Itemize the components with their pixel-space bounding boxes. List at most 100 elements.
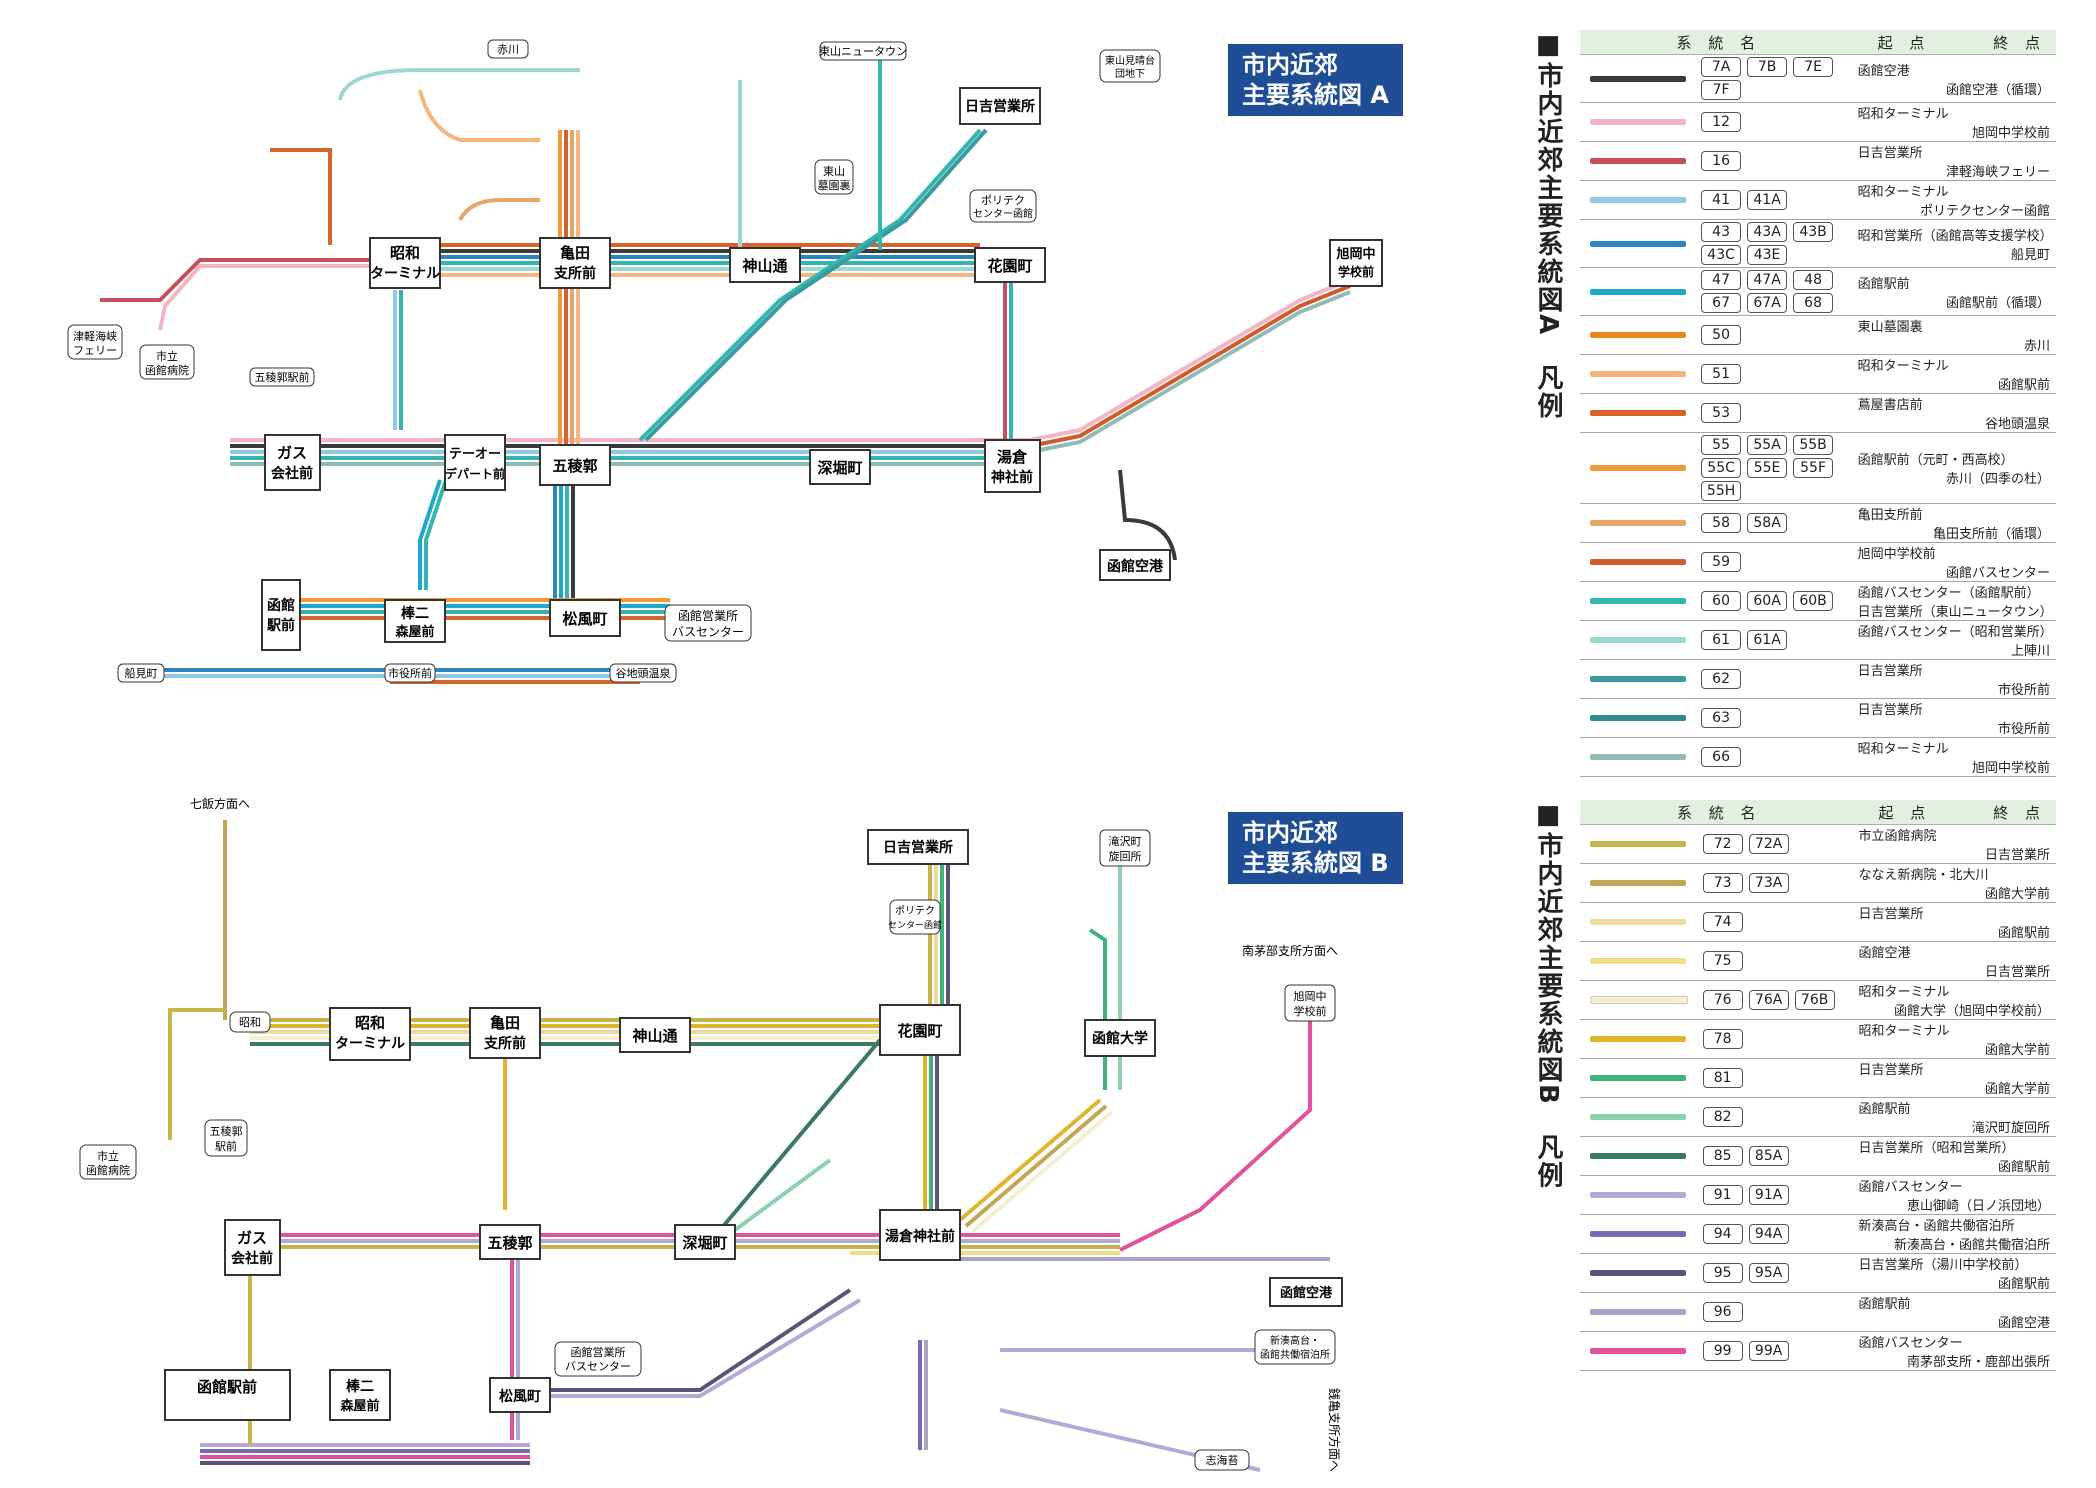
route-number-badge[interactable]: 43E (1747, 245, 1788, 265)
route-number-badge[interactable]: 76B (1794, 990, 1835, 1010)
hub-fukahori-cho[interactable]: 深堀町 (809, 449, 871, 485)
route-number-badge[interactable]: 7A (1701, 57, 1742, 77)
hub-b-hakodate-airport[interactable]: 函館空港 (1269, 1277, 1343, 1307)
route-number-badge[interactable]: 81 (1702, 1068, 1743, 1088)
terminal-b-municipal-hospital[interactable]: 市立 函館病院 (79, 1144, 137, 1180)
route-number-badge[interactable]: 67 (1701, 293, 1742, 313)
hub-b-kameda-shisho[interactable]: 亀田 支所前 (469, 1007, 541, 1059)
terminal-polytech[interactable]: ポリテク センター函館 (969, 189, 1037, 223)
route-number-badge[interactable]: 47 (1701, 270, 1742, 290)
terminal-b-polytech[interactable]: ポリテク センター函館 (888, 899, 942, 935)
route-number-badge[interactable]: 66 (1701, 747, 1742, 767)
terminal-akagawa[interactable]: 赤川 (487, 39, 529, 59)
route-number-badge[interactable]: 85A (1748, 1146, 1789, 1166)
hub-gas-kaisha[interactable]: ガス 会社前 (264, 434, 321, 491)
route-number-badge[interactable]: 53 (1701, 403, 1742, 423)
route-number-badge[interactable]: 51 (1701, 364, 1742, 384)
hub-b-hanazono-cho[interactable]: 花園町 (879, 1004, 961, 1056)
hub-yunokawa-jinja[interactable]: 湯倉 神社前 (984, 439, 1041, 493)
route-number-badge[interactable]: 60 (1701, 591, 1742, 611)
route-number-badge[interactable]: 43A (1747, 222, 1788, 242)
terminal-b-shinminato[interactable]: 新湊高台・ 函館共働宿泊所 (1254, 1329, 1336, 1365)
terminal-shiyakusho[interactable]: 市役所前 (384, 663, 436, 683)
terminal-goryokaku-ekimae[interactable]: 五稜郭駅前 (249, 367, 315, 387)
route-number-badge[interactable]: 95A (1748, 1263, 1789, 1283)
route-number-badge[interactable]: 59 (1701, 552, 1742, 572)
hub-b-gas-kaisha[interactable]: ガス 会社前 (224, 1219, 281, 1276)
route-number-badge[interactable]: 73 (1702, 873, 1743, 893)
hub-asahioka-chugakko[interactable]: 旭岡中 学校前 (1329, 239, 1383, 287)
route-number-badge[interactable]: 55A (1747, 435, 1788, 455)
terminal-bus-center[interactable]: 函館営業所 バスセンター (664, 604, 752, 642)
terminal-higashiyama-newtown[interactable]: 東山ニュータウン (819, 41, 907, 61)
hub-hakodate-ekimae[interactable]: 函館 駅前 (261, 579, 301, 651)
route-number-badge[interactable]: 58A (1747, 513, 1788, 533)
hub-b-hiyoshi-eigyosho[interactable]: 日吉営業所 (867, 829, 969, 865)
hub-kameda-shisho[interactable]: 亀田 支所前 (539, 237, 611, 289)
route-number-badge[interactable]: 61A (1747, 630, 1788, 650)
route-number-badge[interactable]: 50 (1701, 325, 1742, 345)
route-number-badge[interactable]: 43B (1793, 222, 1834, 242)
route-number-badge[interactable]: 55 (1701, 435, 1742, 455)
terminal-ferry[interactable]: 津軽海峡 フェリー (67, 324, 123, 360)
route-number-badge[interactable]: 7E (1793, 57, 1834, 77)
hub-b-takizawa[interactable]: 滝沢町 旋回所 (1099, 829, 1151, 867)
route-number-badge[interactable]: 91 (1702, 1185, 1743, 1205)
hub-b-hakodate-daigaku[interactable]: 函館大学 (1084, 1019, 1156, 1057)
route-number-badge[interactable]: 55H (1701, 481, 1742, 501)
route-number-badge[interactable]: 16 (1701, 151, 1742, 171)
route-number-badge[interactable]: 60A (1747, 591, 1788, 611)
terminal-higashiyama-boen[interactable]: 東山 墓園裏 (814, 159, 854, 195)
hub-bouni-moriya[interactable]: 棒二 森屋前 (384, 599, 446, 643)
route-number-badge[interactable]: 48 (1793, 270, 1834, 290)
hub-b-showa-terminal[interactable]: 昭和 ターミナル (329, 1007, 411, 1061)
route-number-badge[interactable]: 72 (1702, 834, 1743, 854)
route-number-badge[interactable]: 47A (1747, 270, 1788, 290)
hub-b-kamiyama-dori[interactable]: 神山通 (619, 1017, 691, 1053)
hub-b-goryokaku[interactable]: 五稜郭 (479, 1224, 541, 1260)
route-number-badge[interactable]: 91A (1748, 1185, 1789, 1205)
hub-hiyoshi-eigyosho[interactable]: 日吉営業所 (959, 87, 1041, 125)
route-number-badge[interactable]: 85 (1702, 1146, 1743, 1166)
terminal-yachigashira[interactable]: 谷地頭温泉 (609, 663, 677, 683)
terminal-b-shinori[interactable]: 志海苔 (1194, 1449, 1250, 1471)
route-number-badge[interactable]: 78 (1702, 1029, 1743, 1049)
hub-hakodate-airport[interactable]: 函館空港 (1099, 549, 1171, 581)
route-number-badge[interactable]: 72A (1748, 834, 1789, 854)
hub-kamiyama-dori[interactable]: 神山通 (729, 247, 801, 283)
hub-b-hakodate-ekimae[interactable]: 函館駅前 (164, 1369, 291, 1421)
route-number-badge[interactable]: 94A (1748, 1224, 1789, 1244)
terminal-municipal-hospital[interactable]: 市立 函館病院 (139, 344, 195, 380)
route-number-badge[interactable]: 43 (1701, 222, 1742, 242)
route-number-badge[interactable]: 41A (1747, 190, 1788, 210)
route-number-badge[interactable]: 67A (1747, 293, 1788, 313)
hub-b-asahioka[interactable]: 旭岡中 学校前 (1284, 984, 1336, 1022)
route-number-badge[interactable]: 96 (1702, 1302, 1743, 1322)
route-number-badge[interactable]: 55E (1747, 458, 1788, 478)
hub-b-yunokawa-jinja[interactable]: 湯倉神社前 (879, 1209, 961, 1261)
route-number-badge[interactable]: 73A (1748, 873, 1789, 893)
route-number-badge[interactable]: 55C (1701, 458, 1742, 478)
hub-b-fukahori-cho[interactable]: 深堀町 (674, 1224, 736, 1260)
route-number-badge[interactable]: 43C (1701, 245, 1742, 265)
hub-b-matsukaze-cho[interactable]: 松風町 (489, 1377, 551, 1413)
route-number-badge[interactable]: 61 (1701, 630, 1742, 650)
route-number-badge[interactable]: 7F (1701, 80, 1742, 100)
route-number-badge[interactable]: 95 (1702, 1263, 1743, 1283)
route-number-badge[interactable]: 99A (1748, 1341, 1789, 1361)
route-number-badge[interactable]: 74 (1702, 912, 1743, 932)
route-number-badge[interactable]: 12 (1701, 112, 1742, 132)
hub-b-bouni-moriya[interactable]: 棒二 森屋前 (329, 1369, 391, 1421)
route-number-badge[interactable]: 41 (1701, 190, 1742, 210)
hub-matsukaze-cho[interactable]: 松風町 (549, 599, 621, 637)
hub-teo-depart[interactable]: テーオー デパート前 (444, 434, 506, 491)
route-number-badge[interactable]: 68 (1793, 293, 1834, 313)
route-number-badge[interactable]: 55B (1793, 435, 1834, 455)
route-number-badge[interactable]: 75 (1702, 951, 1743, 971)
terminal-b-goryokaku-ekimae[interactable]: 五稜郭 駅前 (204, 1119, 248, 1157)
route-number-badge[interactable]: 63 (1701, 708, 1742, 728)
route-number-badge[interactable]: 99 (1702, 1341, 1743, 1361)
hub-showa-terminal[interactable]: 昭和 ターミナル (369, 237, 441, 289)
terminal-b-showa[interactable]: 昭和 (229, 1011, 271, 1033)
route-number-badge[interactable]: 55F (1793, 458, 1834, 478)
